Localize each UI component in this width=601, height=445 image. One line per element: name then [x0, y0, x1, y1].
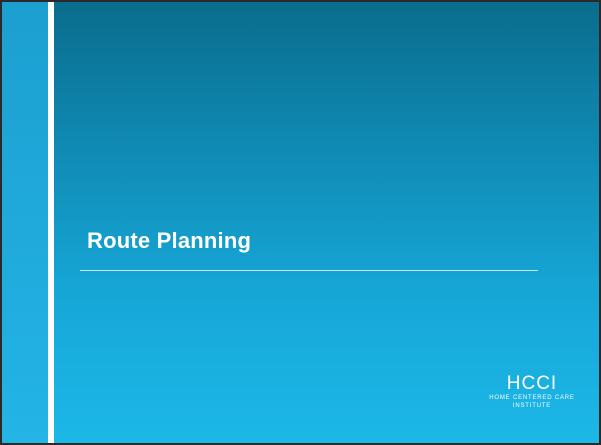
- logo-mark: HCCI: [506, 373, 558, 394]
- title-underline: [80, 270, 538, 271]
- frame-left: [0, 0, 2, 445]
- left-accent-strip: [0, 0, 48, 445]
- hcci-logo: HCCI HOME CENTERED CARE INSTITUTE: [472, 374, 592, 410]
- logo-line-2: INSTITUTE: [512, 403, 552, 409]
- frame-top: [0, 0, 601, 2]
- frame-bottom: [0, 443, 601, 445]
- strip-divider: [48, 0, 54, 445]
- slide-title: Route Planning: [87, 228, 252, 253]
- logo-line-1: HOME CENTERED CARE: [489, 395, 575, 401]
- frame-right: [599, 0, 601, 445]
